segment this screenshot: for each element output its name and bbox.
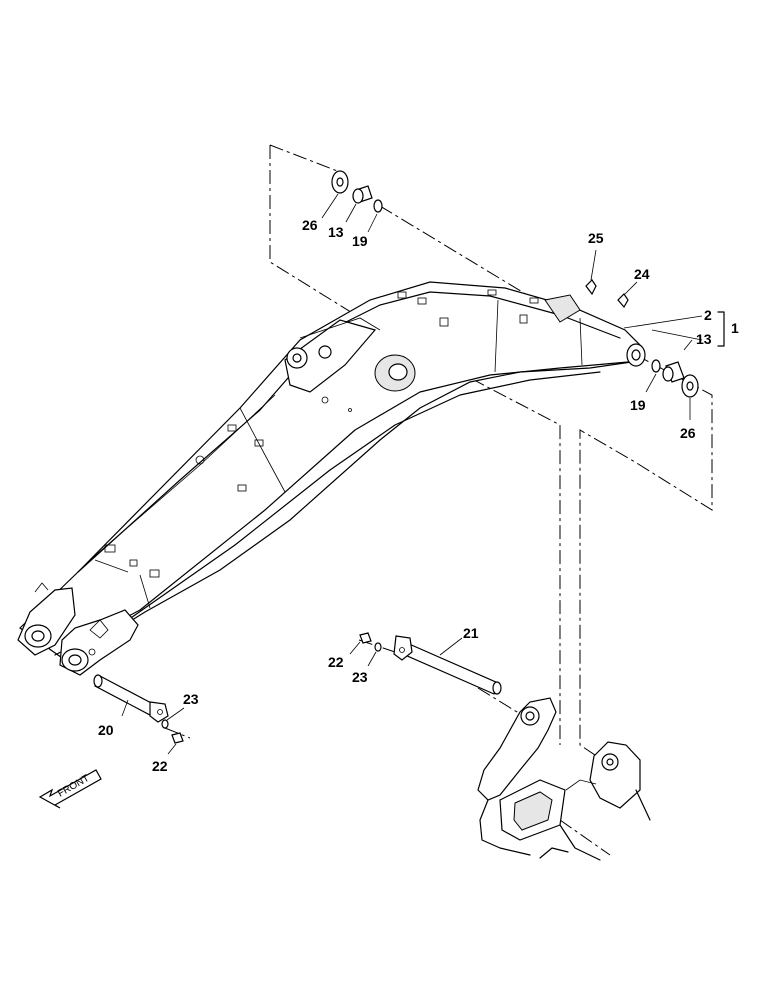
- pin-21-assembly: [349, 632, 502, 695]
- callout-13-top: 13: [328, 224, 344, 240]
- bolt-22-mid: [359, 632, 372, 644]
- washer-23-mid: [374, 642, 382, 652]
- callout-26-right: 26: [680, 425, 696, 441]
- callout-19-top: 19: [352, 233, 368, 249]
- right-pin-parts: [623, 311, 725, 420]
- callout-21: 21: [463, 625, 479, 641]
- callout-26-top: 26: [302, 217, 318, 233]
- callouts: 26 13 19 25 24 2 13 1 19 26 21 22 23 23 …: [98, 217, 739, 774]
- callout-13-right: 13: [696, 331, 712, 347]
- boom-arm: [17, 281, 646, 676]
- callout-22-low: 22: [152, 758, 168, 774]
- o-ring-19-right: [651, 359, 661, 373]
- callout-25: 25: [588, 230, 604, 246]
- pin-20: [94, 675, 156, 716]
- front-arrow-icon: [38, 769, 102, 809]
- front-arrow: FRONT: [38, 769, 102, 809]
- pin-20-assembly: [93, 674, 185, 755]
- top-pin-parts: [321, 170, 383, 233]
- callout-24: 24: [634, 266, 650, 282]
- o-ring-19-top: [373, 199, 383, 213]
- callout-2: 2: [704, 307, 712, 323]
- grease-fitting-25: [585, 279, 597, 296]
- grease-fittings: [585, 249, 638, 309]
- grease-fitting-24: [617, 293, 629, 309]
- bolt-22-low: [171, 732, 184, 744]
- callout-1: 1: [731, 320, 739, 336]
- callout-23-mid: 23: [352, 669, 368, 685]
- washer-23-low: [161, 719, 169, 729]
- callout-23-low: 23: [183, 691, 199, 707]
- callout-19-right: 19: [630, 397, 646, 413]
- callout-20: 20: [98, 722, 114, 738]
- callout-22-mid: 22: [328, 654, 344, 670]
- machine-frame: [477, 697, 651, 861]
